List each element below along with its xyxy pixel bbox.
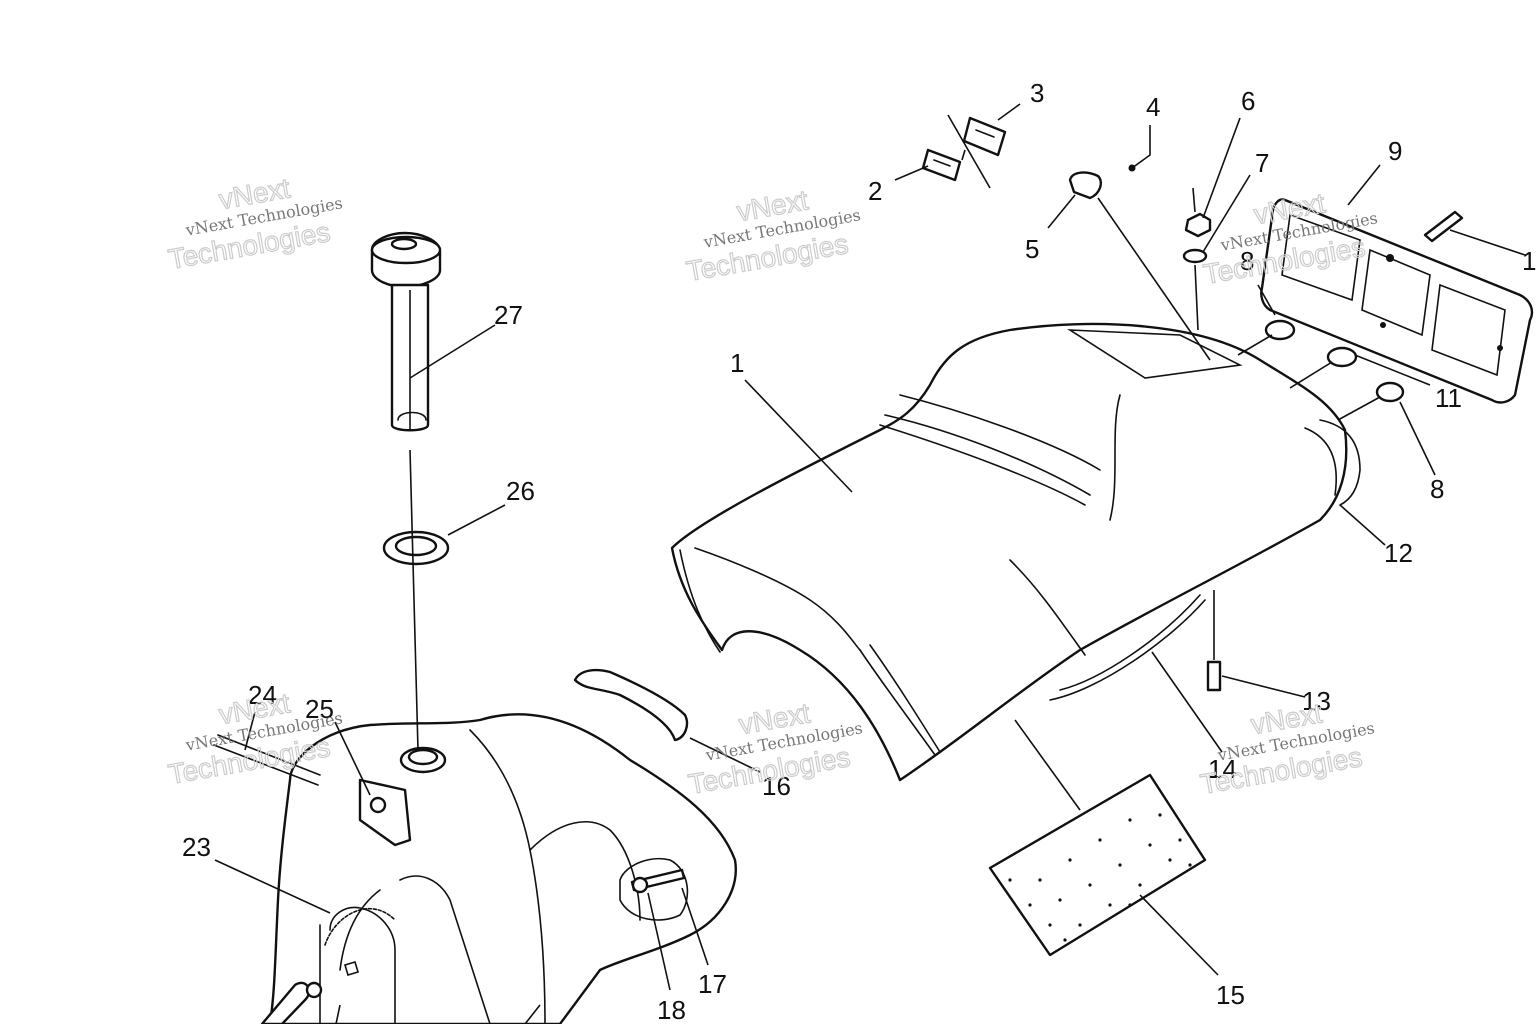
callout-3: 3 — [1030, 78, 1044, 108]
callout-9: 9 — [1388, 136, 1402, 166]
fuel-tank — [268, 713, 737, 1024]
taillight-lens — [1260, 198, 1534, 404]
seat-assembly — [670, 322, 1361, 782]
callouts: 1 1 2 3 4 5 6 7 8 8 9 11 12 13 14 15 16 … — [182, 78, 1536, 1024]
callout-5: 5 — [1025, 234, 1039, 264]
bracket-25 — [358, 778, 412, 847]
callout-26: 26 — [506, 476, 535, 506]
foam-pad — [988, 773, 1207, 957]
watermark: vNext vNext Technologies Technologies — [685, 697, 864, 801]
seat-cover — [670, 322, 1348, 782]
bulb-11 — [1326, 346, 1358, 368]
callout-11: 11 — [1435, 383, 1462, 413]
callout-1a: 1 — [730, 348, 744, 378]
callout-25: 25 — [305, 694, 334, 724]
callout-7: 7 — [1255, 148, 1269, 178]
callout-1b: 1 — [1522, 246, 1536, 276]
fuel-cap-tube — [370, 231, 442, 432]
callout-13: 13 — [1302, 686, 1331, 716]
watermark: vNext vNext Technologies Technologies — [683, 184, 862, 288]
bulb-8a — [1264, 319, 1296, 341]
bulb-8b — [1375, 381, 1405, 403]
washer-7 — [1182, 248, 1208, 264]
bracket-5 — [1068, 171, 1102, 200]
watermark: vNext vNext Technologies Technologies — [165, 172, 344, 276]
callout-18: 18 — [657, 995, 686, 1024]
plate-2 — [921, 148, 962, 182]
callout-6: 6 — [1241, 86, 1255, 116]
callout-24: 24 — [248, 680, 277, 710]
callout-8b: 8 — [1430, 474, 1444, 504]
callout-12: 12 — [1384, 538, 1413, 568]
callout-4: 4 — [1146, 92, 1160, 122]
plate-3 — [962, 116, 1007, 157]
screw-10 — [1423, 210, 1464, 243]
callout-2: 2 — [868, 176, 882, 206]
filler-gasket — [382, 530, 450, 566]
watermark: vNext vNext Technologies Technologies — [1197, 697, 1376, 801]
callout-17: 17 — [698, 969, 727, 999]
callout-8a: 8 — [1240, 246, 1254, 276]
nut-6 — [1184, 212, 1212, 238]
callout-16: 16 — [762, 771, 791, 801]
bolt-13 — [1206, 660, 1222, 692]
callout-14: 14 — [1208, 754, 1237, 784]
callout-15: 15 — [1216, 980, 1245, 1010]
callout-23: 23 — [182, 832, 211, 862]
grab-strap — [573, 668, 689, 742]
callout-27: 27 — [494, 300, 523, 330]
